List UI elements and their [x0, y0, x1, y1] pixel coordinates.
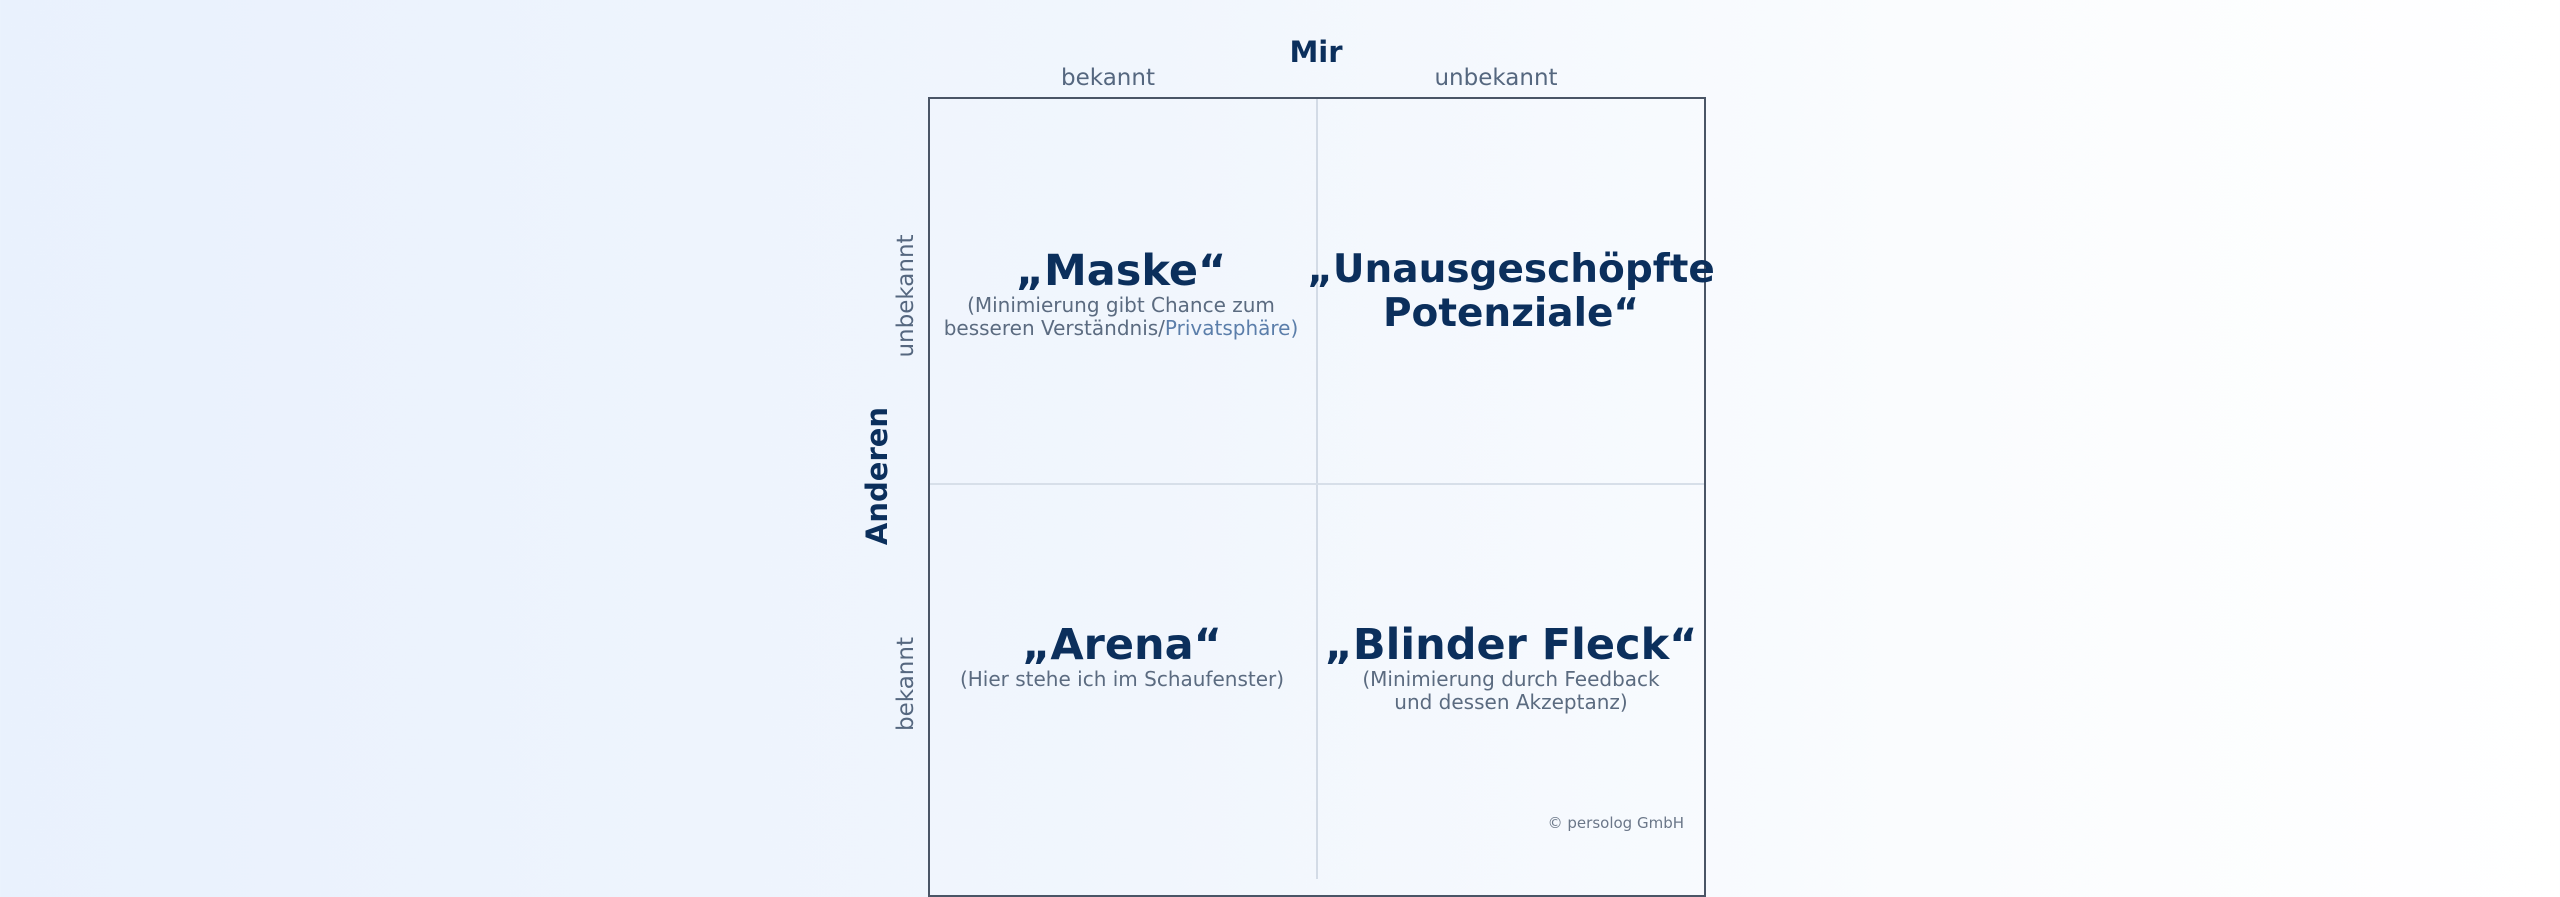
axis-title-mir: Mir: [1289, 35, 1343, 69]
row-label-bekannt: bekannt: [893, 637, 919, 731]
row-label-unbekannt: unbekannt: [893, 234, 919, 358]
quadrant-maske-description: (Minimierung gibt Chance zum besseren Ve…: [944, 294, 1299, 340]
copyright-notice: © persolog GmbH: [1547, 814, 1684, 832]
quadrant-unausgeschoepfte-potenziale-title-line1: „Unausgeschöpfte: [1307, 247, 1715, 292]
column-label-unbekannt: unbekannt: [1434, 65, 1558, 91]
quadrant-maske-description-line2-a: besseren Verständnis/: [943, 316, 1165, 340]
quadrant-unausgeschoepfte-potenziale: „Unausgeschöpfte Potenziale“: [1307, 248, 1715, 336]
quadrant-arena: „Arena“ (Hier stehe ich im Schaufenster): [960, 622, 1284, 691]
quadrant-arena-description: (Hier stehe ich im Schaufenster): [959, 667, 1285, 691]
quadrant-unausgeschoepfte-potenziale-title-line2: Potenziale“: [1382, 291, 1640, 336]
quadrant-blinder-fleck-title: „Blinder Fleck“: [1324, 620, 1698, 670]
quadrant-blinder-fleck-description: (Minimierung durch Feedback und dessen A…: [1325, 668, 1698, 714]
quadrant-maske-description-line1: (Minimierung gibt Chance zum: [967, 293, 1275, 317]
quadrant-blinder-fleck-description-line2: und dessen Akzeptanz): [1394, 690, 1628, 714]
axis-title-anderen: Anderen: [860, 406, 894, 546]
quadrant-arena-title: „Arena“: [1022, 620, 1222, 670]
quadrant-blinder-fleck: „Blinder Fleck“ (Minimierung durch Feedb…: [1325, 622, 1698, 714]
quadrant-maske-description-line2-b: Privatsphäre): [1164, 316, 1299, 340]
quadrant-unausgeschoepfte-potenziale-title: „Unausgeschöpfte Potenziale“: [1307, 248, 1715, 336]
quadrant-maske-description-line2: besseren Verständnis/Privatsphäre): [944, 317, 1299, 340]
quadrant-maske-title: „Maske“: [1015, 246, 1227, 296]
quadrant-maske: „Maske“ (Minimierung gibt Chance zum bes…: [944, 248, 1299, 340]
matrix-divider-vertical: [1316, 99, 1318, 879]
column-label-bekannt: bekannt: [1061, 65, 1155, 91]
quadrant-blinder-fleck-description-line1: (Minimierung durch Feedback: [1362, 667, 1660, 691]
matrix-divider-horizontal: [930, 483, 1704, 485]
